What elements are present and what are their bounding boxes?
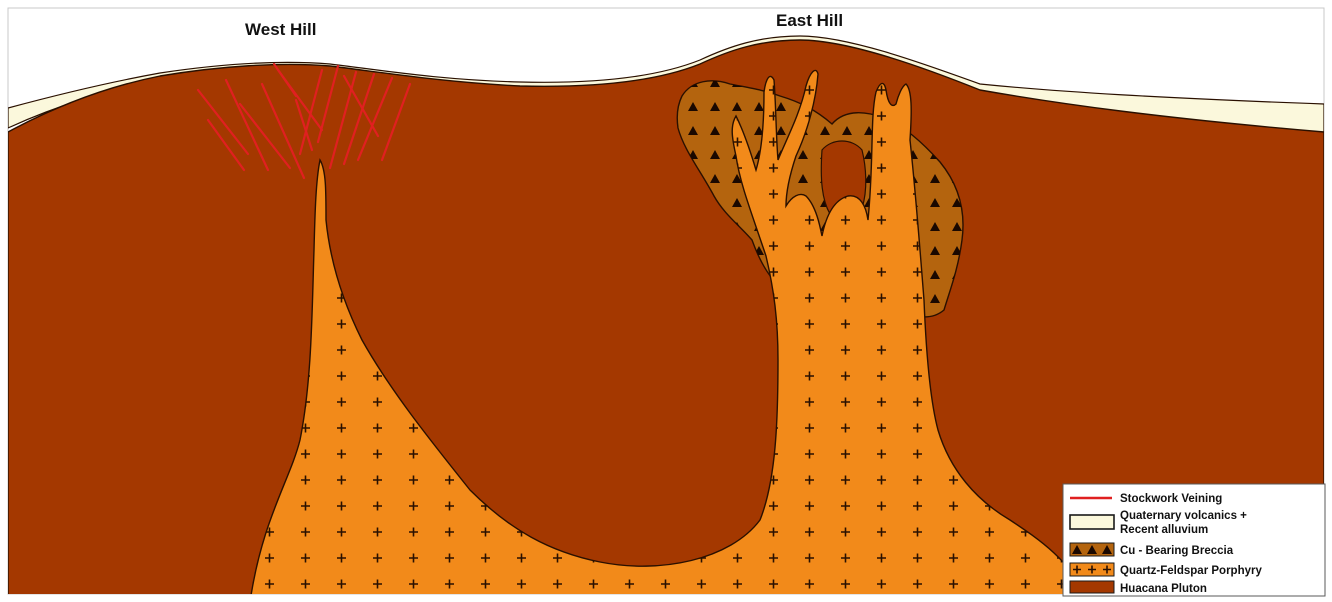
west-hill-label: West Hill [245,20,316,39]
legend-label-stockwork: Stockwork Veining [1120,493,1222,505]
legend-label-quaternary-1: Quaternary volcanics + [1120,510,1247,522]
cream-fill-icon [1070,515,1114,529]
east-hill-label: East Hill [776,11,843,30]
legend-label-quaternary-2: Recent alluvium [1120,524,1208,536]
brown-fill-icon [1070,581,1114,593]
legend-label-pluton: Huacana Pluton [1120,583,1207,595]
legend: Stockwork Veining Quaternary volcanics +… [1063,484,1325,596]
legend-label-breccia: Cu - Bearing Breccia [1120,545,1234,557]
legend-label-porphyry: Quartz-Feldspar Porphyry [1120,565,1262,577]
